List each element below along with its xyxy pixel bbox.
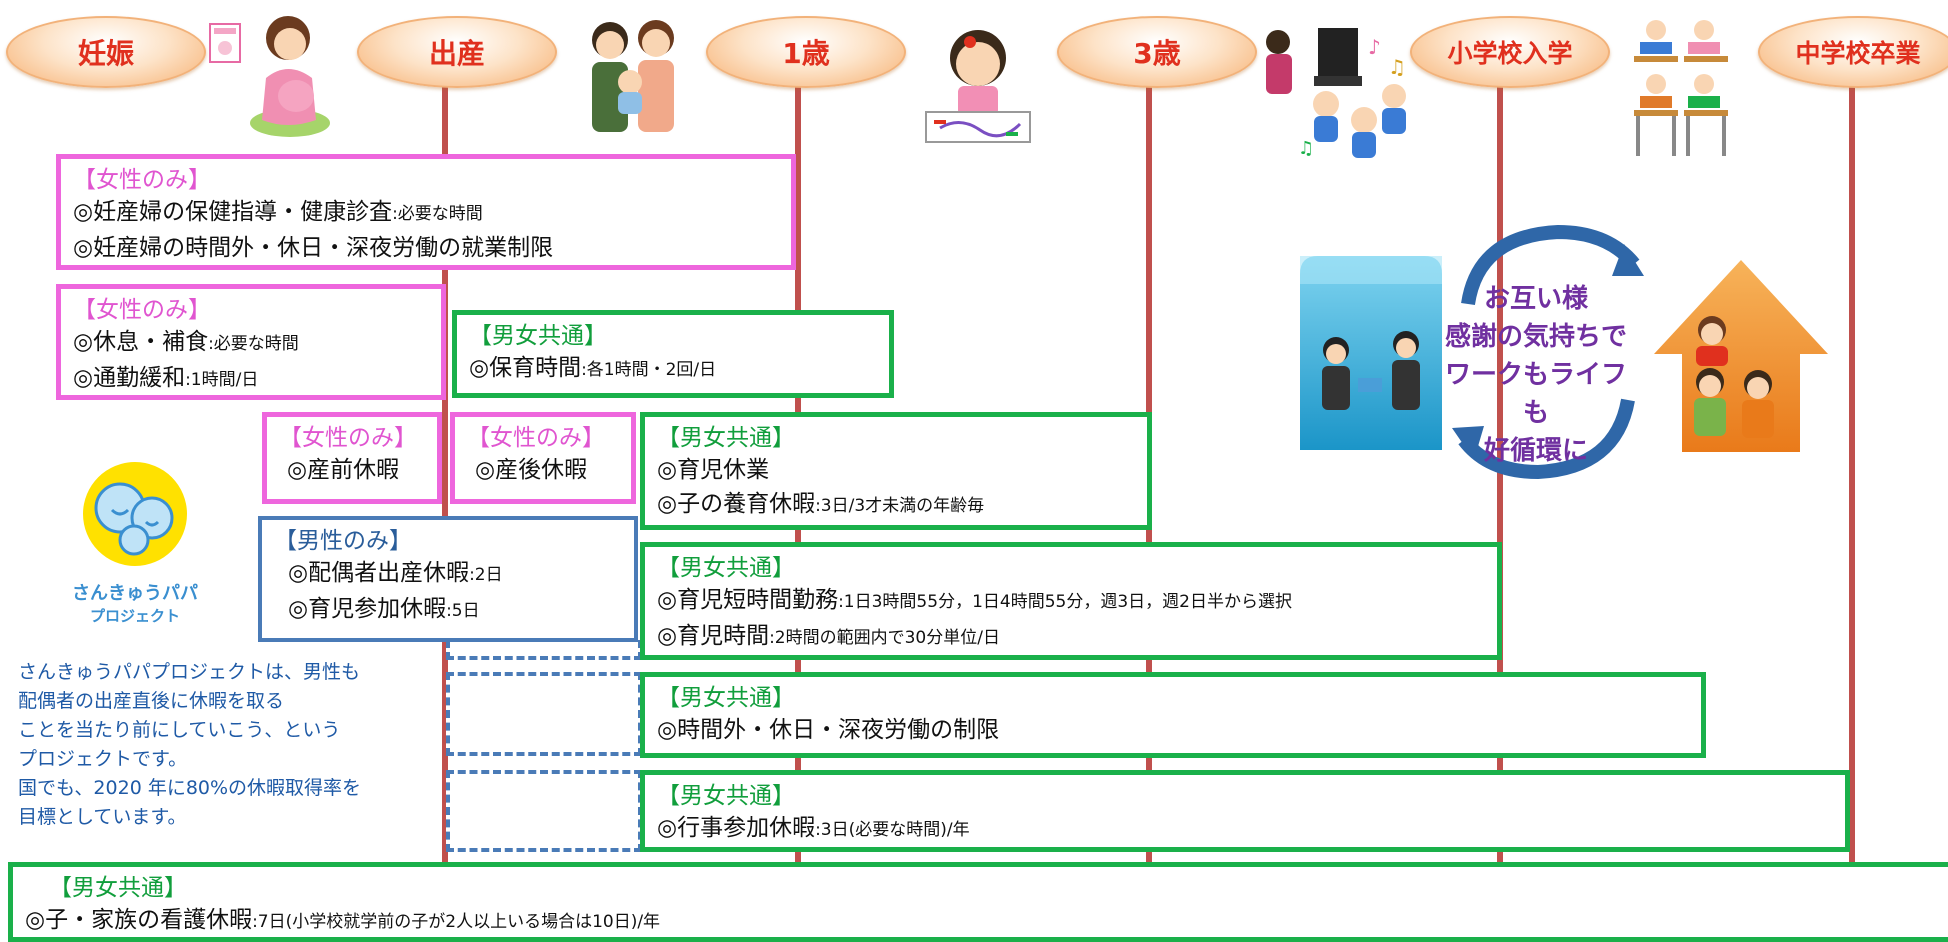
- project-description: さんきゅうパパプロジェクトは、男性も 配偶者の出産直後に休暇を取る ことを当たり…: [18, 658, 418, 832]
- cycle-line: 好循環に: [1483, 436, 1588, 466]
- work-life-cycle-text: お互い様 感謝の気持ちで ワークもライフも 好循環に: [1436, 280, 1636, 470]
- male-only-extension-3: [446, 770, 642, 852]
- box-tag: 【男女共通】: [49, 875, 187, 901]
- box-tag: 【男性のみ】: [274, 528, 412, 554]
- svg-text:♪: ♪: [1368, 35, 1381, 59]
- parents-with-baby-illustration: [592, 20, 674, 132]
- item-label: ◎産前休暇: [287, 457, 400, 483]
- item-detail: :1時間/日: [185, 370, 259, 390]
- box-tag: 【女性のみ】: [279, 425, 417, 451]
- item-detail: :5日: [446, 601, 480, 621]
- item-detail: :必要な時間: [392, 204, 483, 224]
- stage-age-3: 3歳: [1057, 16, 1257, 88]
- male-only-extension-1: [446, 640, 642, 660]
- stage-age-1: 1歳: [706, 16, 906, 88]
- item-detail: :必要な時間: [208, 334, 299, 354]
- cycle-arrows-icon: [1452, 224, 1644, 480]
- item-label: ◎時間外・休日・深夜労働の制限: [657, 717, 1000, 743]
- box-maternal-health-checkup: 【女性のみ】 ◎妊産婦の保健指導・健康診査:必要な時間 ◎妊産婦の時間外・休日・…: [56, 154, 796, 270]
- cycle-line: ワークもライフも: [1444, 360, 1627, 428]
- box-tag: 【女性のみ】: [73, 167, 211, 193]
- item-detail: :各1時間・2回/日: [581, 360, 717, 380]
- logo-text-line2: プロジェクト: [89, 607, 180, 625]
- item-detail: :1日3時間55分，1日4時間55分，週3日，週2日半から選択: [838, 592, 1292, 612]
- timeline-line-birth: [442, 60, 448, 870]
- box-rest-and-commute: 【女性のみ】 ◎休息・補食:必要な時間 ◎通勤緩和:1時間/日: [56, 284, 446, 400]
- item-label: ◎行事参加休暇: [657, 815, 816, 841]
- item-label: ◎通勤緩和: [73, 365, 186, 391]
- item-label: ◎産後休暇: [475, 457, 588, 483]
- svg-text:♫: ♫: [1298, 138, 1314, 159]
- stage-junior-high-graduation: 中学校卒業: [1758, 16, 1948, 88]
- item-label: ◎子・家族の看護休暇: [25, 907, 253, 933]
- box-tag: 【男女共通】: [469, 323, 607, 349]
- box-prenatal-leave: 【女性のみ】 ◎産前休暇: [262, 412, 442, 504]
- item-label: ◎休息・補食: [73, 329, 209, 355]
- male-only-extension-2: [446, 672, 642, 756]
- sankyu-papa-logo: さんきゅうパパ プロジェクト: [60, 458, 210, 638]
- item-label: ◎妊産婦の時間外・休日・深夜労働の就業制限: [73, 235, 554, 261]
- item-label: ◎育児短時間勤務: [657, 587, 839, 613]
- stage-pregnancy: 妊娠: [6, 16, 206, 88]
- box-short-working-hours: 【男女共通】 ◎育児短時間勤務:1日3時間55分，1日4時間55分，週3日，週2…: [640, 542, 1502, 660]
- box-childcare-time: 【男女共通】 ◎保育時間:各1時間・2回/日: [452, 310, 894, 398]
- item-label: ◎保育時間: [469, 355, 582, 381]
- note-line: 国でも、2020 年に80%の休暇取得率を: [18, 777, 362, 799]
- cycle-line: 感謝の気持ちで: [1444, 322, 1627, 352]
- svg-text:♫: ♫: [1388, 55, 1406, 79]
- logo-text-line1: さんきゅうパパ: [72, 583, 198, 604]
- item-detail: :2日: [469, 565, 503, 585]
- timeline-line-graduate: [1849, 60, 1855, 870]
- box-overtime-restriction: 【男女共通】 ◎時間外・休日・深夜労働の制限: [640, 672, 1706, 758]
- item-label: ◎育児参加休暇: [288, 596, 447, 622]
- stage-birth: 出産: [357, 16, 557, 88]
- note-line: 目標としています。: [18, 806, 187, 828]
- box-tag: 【女性のみ】: [467, 425, 605, 451]
- box-tag: 【女性のみ】: [73, 297, 211, 323]
- item-label: ◎育児時間: [657, 623, 770, 649]
- box-tag: 【男女共通】: [657, 685, 795, 711]
- note-line: さんきゅうパパプロジェクトは、男性も: [18, 661, 361, 683]
- classroom-kids-illustration: [1634, 20, 1728, 156]
- box-tag: 【男女共通】: [657, 555, 795, 581]
- note-line: プロジェクトです。: [18, 748, 188, 770]
- item-detail: :7日(小学校就学前の子が2人以上いる場合は10日)/年: [252, 912, 661, 932]
- workplace-building-illustration: [1300, 256, 1442, 450]
- family-home-illustration: [1654, 260, 1828, 452]
- stage-school-entry: 小学校入学: [1410, 16, 1610, 88]
- box-postnatal-leave: 【女性のみ】 ◎産後休暇: [450, 412, 636, 504]
- item-detail: :3日/3才未満の年齢毎: [815, 496, 985, 516]
- pregnant-woman-illustration: [209, 16, 330, 137]
- box-tag: 【男女共通】: [657, 783, 795, 809]
- piano-music-kids-illustration: ♪ ♫ ♫: [1266, 28, 1406, 159]
- item-label: ◎妊産婦の保健指導・健康診査: [73, 199, 393, 225]
- item-label: ◎配偶者出産休暇: [288, 560, 470, 586]
- note-line: 配偶者の出産直後に休暇を取る: [18, 690, 285, 712]
- box-school-event-leave: 【男女共通】 ◎行事参加休暇:3日(必要な時間)/年: [640, 770, 1850, 852]
- cycle-line: お互い様: [1483, 284, 1588, 314]
- box-paternity-leave: 【男性のみ】 ◎配偶者出産休暇:2日 ◎育児参加休暇:5日: [258, 516, 638, 642]
- item-detail: :3日(必要な時間)/年: [815, 820, 970, 840]
- child-drawing-illustration: [925, 30, 1031, 143]
- item-label: ◎育児休業: [657, 457, 770, 483]
- sankyu-papa-logo-icon: [83, 462, 187, 566]
- box-tag: 【男女共通】: [657, 425, 795, 451]
- box-childcare-leave: 【男女共通】 ◎育児休業 ◎子の養育休暇:3日/3才未満の年齢毎: [640, 412, 1152, 530]
- item-label: ◎子の養育休暇: [657, 491, 816, 517]
- item-detail: :2時間の範囲内で30分単位/日: [769, 628, 1000, 648]
- note-line: ことを当たり前にしていこう、という: [18, 719, 341, 741]
- box-family-care-leave: 【男女共通】 ◎子・家族の看護休暇:7日(小学校就学前の子が2人以上いる場合は1…: [8, 862, 1948, 942]
